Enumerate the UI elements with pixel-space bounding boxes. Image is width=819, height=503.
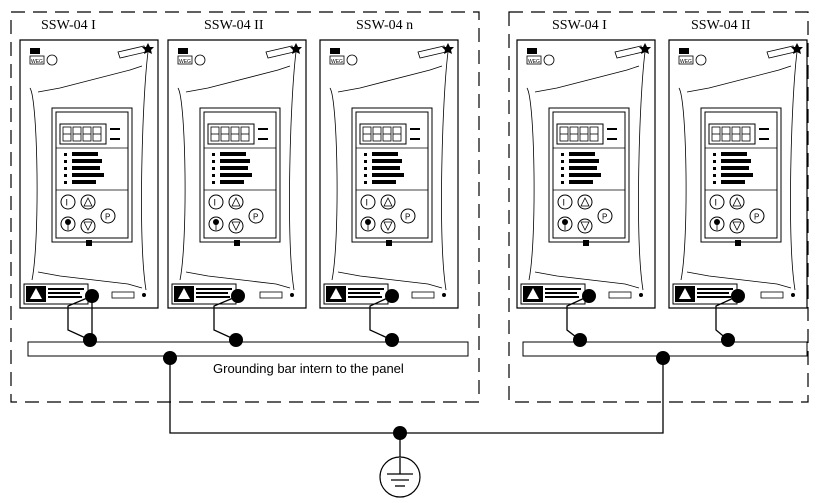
device-label-5: SSW-04 II <box>691 18 751 33</box>
device-label-2: SSW-04 II <box>204 18 264 33</box>
junction-dot <box>721 333 735 347</box>
junction-dot <box>83 333 97 347</box>
junction-dot <box>231 289 245 303</box>
device-label-3: SSW-04 n <box>356 18 413 33</box>
junction-dot <box>385 289 399 303</box>
grounding-bar-label: Grounding bar intern to the panel <box>213 361 404 376</box>
device-label-4: SSW-04 I <box>552 18 607 33</box>
junction-dot <box>573 333 587 347</box>
soft-starter-2 <box>167 39 307 309</box>
junction-dot <box>163 351 177 365</box>
junction-dot <box>656 351 670 365</box>
panel-2-border <box>508 11 809 403</box>
junction-dot <box>393 426 407 440</box>
grounding-bar-panel-1 <box>27 341 469 357</box>
soft-starter-1 <box>19 39 159 309</box>
junction-dot <box>385 333 399 347</box>
panel-1-border <box>10 11 480 403</box>
device-ground-wires <box>67 295 739 341</box>
junction-dot <box>85 289 99 303</box>
ground-symbol-icon <box>379 456 421 498</box>
junction-dot <box>731 289 745 303</box>
soft-starter-4 <box>516 39 656 309</box>
soft-starter-3 <box>319 39 459 309</box>
device-label-1: SSW-04 I <box>41 18 96 33</box>
main-ground-wire <box>169 358 664 434</box>
junction-dot <box>582 289 596 303</box>
junction-dot <box>229 333 243 347</box>
soft-starter-5 <box>668 39 808 309</box>
